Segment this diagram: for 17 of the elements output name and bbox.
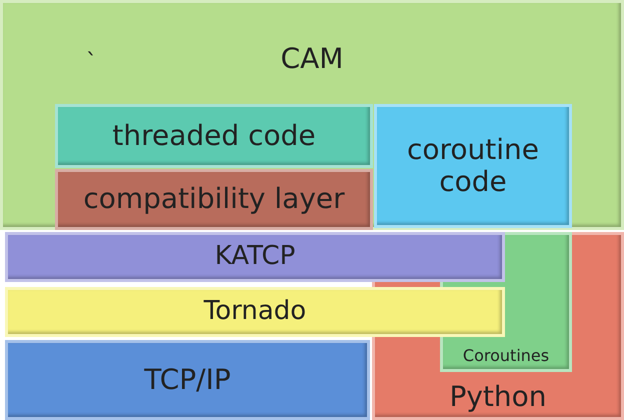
stray-mark: ` (86, 50, 97, 75)
layer-label: CAM (280, 43, 344, 76)
layer-box (374, 104, 572, 228)
layer-label: TCP/IP (144, 364, 231, 396)
layer-bar (5, 287, 505, 337)
layer-box (55, 169, 373, 230)
layer-label: KATCP (214, 242, 296, 272)
layer-label: compatibility layer (83, 183, 345, 216)
layer-label: coroutine code (406, 134, 540, 198)
layer-box (5, 340, 370, 420)
layer-label: Tornado (204, 297, 306, 327)
layer-label: threaded code (112, 120, 316, 152)
layer-label: Coroutines (462, 346, 550, 365)
layer-label: Python (449, 380, 547, 413)
layer-box (0, 0, 624, 230)
layer-box (55, 104, 373, 168)
layer-bar (5, 232, 505, 282)
